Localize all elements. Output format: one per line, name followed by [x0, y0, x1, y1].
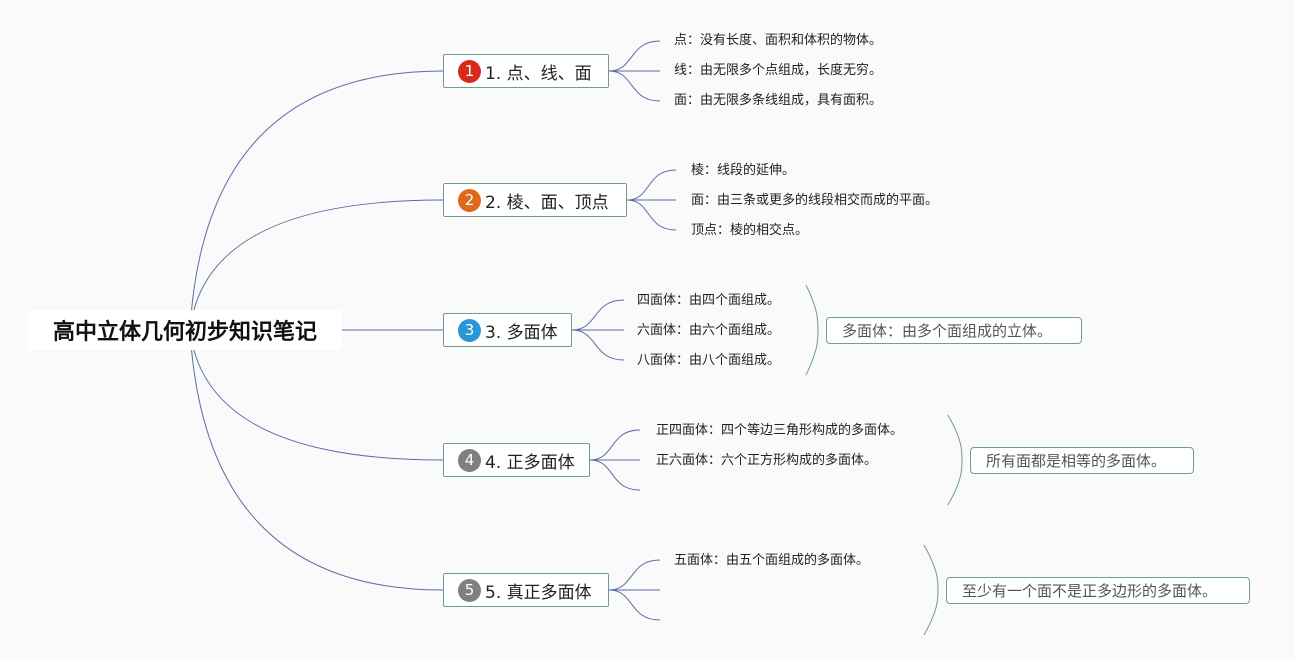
leaf-link-5-1	[608, 559, 661, 591]
leaf-link-4-1	[589, 429, 641, 461]
branch-1-leaf-2[interactable]: 线：由无限多个点组成，长度无穷。	[674, 63, 883, 78]
branch-5-leaf-1[interactable]: 五面体：由五个面组成的多面体。	[674, 553, 870, 568]
branch-1-node[interactable]: 1 1. 点、线、面	[443, 54, 609, 88]
branch-4-summary[interactable]: 所有面都是相等的多面体。	[970, 447, 1194, 474]
branch-4-label: 4. 正多面体	[485, 452, 575, 473]
root-link-branch-5	[189, 329, 444, 591]
priority-3-icon: 3	[458, 318, 481, 342]
branch-2-leaf-3[interactable]: 顶点：棱的相交点。	[691, 223, 809, 238]
branch-2-node[interactable]: 2 2. 棱、面、顶点	[443, 183, 627, 217]
branch-1-leaf-3[interactable]: 面：由无限多条线组成，具有面积。	[674, 93, 883, 108]
branch-2-label: 2. 棱、面、顶点	[485, 192, 609, 213]
leaf-link-1-1	[608, 40, 661, 72]
summary-brace-4	[947, 414, 963, 506]
root-link-branch-1	[189, 70, 444, 331]
branch-3-leaf-3[interactable]: 八面体：由八个面组成。	[637, 353, 781, 368]
branch-4-node[interactable]: 4 4. 正多面体	[443, 443, 590, 477]
branch-3-label: 3. 多面体	[485, 322, 558, 343]
leaf-link-1-3	[608, 70, 661, 102]
leaf-link-5-3	[608, 589, 661, 621]
priority-1-icon: 1	[458, 59, 481, 83]
branch-3-summary[interactable]: 多面体：由多个面组成的立体。	[826, 317, 1082, 344]
leaf-link-4-3	[589, 459, 641, 491]
leaf-link-3-3	[571, 329, 625, 361]
leaf-link-2-3	[626, 199, 677, 231]
branch-4-leaf-1[interactable]: 正四面体：四个等边三角形构成的多面体。	[656, 423, 904, 438]
root-topic[interactable]: 高中立体几何初步知识笔记	[28, 310, 342, 350]
branch-5-label: 5. 真正多面体	[485, 582, 592, 603]
branch-4-leaf-2[interactable]: 正六面体：六个正方形构成的多面体。	[656, 453, 878, 468]
branch-3-node[interactable]: 3 3. 多面体	[443, 313, 572, 347]
branch-2-leaf-1[interactable]: 棱：线段的延伸。	[691, 163, 796, 178]
branch-5-node[interactable]: 5 5. 真正多面体	[443, 573, 609, 607]
priority-5-icon: 5	[458, 578, 481, 602]
priority-2-icon: 2	[458, 188, 481, 212]
summary-brace-3	[805, 284, 819, 376]
branch-3-leaf-1[interactable]: 四面体：由四个面组成。	[637, 293, 781, 308]
branch-1-label: 1. 点、线、面	[485, 63, 592, 84]
root-link-branch-4	[189, 329, 444, 461]
branch-2-leaf-2[interactable]: 面：由三条或更多的线段相交而成的平面。	[691, 193, 939, 208]
branch-3-leaf-2[interactable]: 六面体：由六个面组成。	[637, 323, 781, 338]
branch-5-summary[interactable]: 至少有一个面不是正多边形的多面体。	[946, 577, 1250, 604]
root-link-branch-2	[189, 199, 444, 331]
priority-4-icon: 4	[458, 448, 481, 472]
branch-1-leaf-1[interactable]: 点：没有长度、面积和体积的物体。	[674, 33, 883, 48]
leaf-link-3-1	[571, 299, 625, 331]
leaf-link-2-1	[626, 169, 677, 201]
summary-brace-5	[923, 544, 939, 636]
